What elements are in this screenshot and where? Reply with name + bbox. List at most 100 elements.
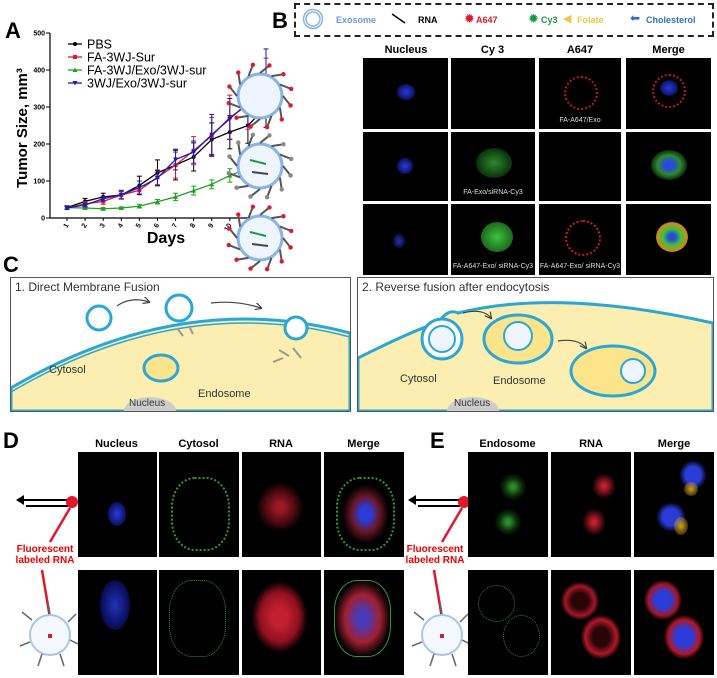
nucleus-label: Nucleus bbox=[129, 398, 165, 409]
spike-tip bbox=[226, 100, 231, 106]
x-tick-label: 2 bbox=[81, 222, 89, 229]
spike-tip bbox=[281, 142, 286, 147]
spike-tip bbox=[267, 205, 272, 210]
spike-tip bbox=[226, 242, 231, 248]
spike-tip bbox=[248, 124, 253, 129]
spike-tip bbox=[226, 170, 231, 176]
image-e-r2-rna bbox=[551, 570, 631, 675]
series-3wj-exo-3wj-sur bbox=[64, 48, 269, 211]
x-tick-label: 9 bbox=[207, 222, 215, 229]
legend-rna: RNA bbox=[418, 15, 438, 25]
data-point bbox=[136, 203, 142, 209]
header-merge: Merge bbox=[652, 44, 685, 56]
labeled-rna-schematic-d bbox=[16, 495, 78, 667]
spike-tip bbox=[288, 103, 293, 108]
y-tick-label: 500 bbox=[33, 31, 45, 38]
data-point bbox=[118, 192, 124, 198]
legend-cholesterol: Cholesterol bbox=[646, 15, 696, 25]
legend-box-b: Exosome RNA ✹ A647 ✹ Cy3 ◀ Folate ⬅ Chol… bbox=[294, 3, 714, 37]
nucleus-shape bbox=[447, 397, 499, 411]
legend-folate: Folate bbox=[577, 15, 604, 25]
legend-label: PBS bbox=[87, 38, 112, 52]
caption: FA-A647/Exo bbox=[559, 117, 601, 124]
image-d-r1-merge bbox=[324, 452, 404, 557]
a647-icon: ✹ bbox=[464, 11, 475, 26]
y-tick-label: 100 bbox=[33, 179, 45, 186]
cy3-icon: ✹ bbox=[528, 11, 539, 26]
data-point bbox=[72, 81, 78, 86]
header-nucleus: Nucleus bbox=[384, 44, 428, 56]
spike-tip bbox=[289, 228, 294, 234]
spike-tip bbox=[267, 133, 272, 138]
fluorescent-rna-label-e: Fluorescent labeled RNA bbox=[405, 544, 465, 566]
legend-entry: FA-3WJ-Sur bbox=[68, 51, 155, 65]
image-e-r1-merge bbox=[634, 452, 714, 557]
data-point bbox=[173, 157, 179, 163]
spike-tip bbox=[236, 70, 241, 75]
reverse-fusion-diagram: Cytosol Endosome Nucleus 2. Reverse fusi… bbox=[357, 277, 714, 412]
folate-icon: ◀ bbox=[563, 13, 572, 25]
series-line bbox=[66, 79, 267, 209]
image-b-r2-merge bbox=[626, 132, 711, 201]
data-point bbox=[191, 150, 197, 155]
data-point bbox=[191, 188, 197, 193]
spike-tip bbox=[288, 173, 293, 178]
direct-fusion-diagram: Cytosol Nucleus Endosome 1. Direct Membr… bbox=[10, 277, 351, 412]
data-point bbox=[72, 67, 78, 72]
reverse-fusion-illustration: Cytosol Endosome Nucleus bbox=[358, 301, 713, 411]
image-b-r3-cy3: FA-A647-Exo/ siRNA-Cy3 bbox=[451, 204, 535, 275]
labeled-rna-schematic-e bbox=[408, 495, 470, 667]
spike-tip bbox=[288, 245, 293, 250]
image-d-r2-rna bbox=[242, 570, 321, 675]
spike-tip bbox=[279, 117, 284, 122]
spike-tip bbox=[267, 63, 272, 68]
data-point bbox=[136, 185, 142, 191]
cytosol-label: Cytosol bbox=[49, 364, 86, 376]
legend-a647: A647 bbox=[476, 15, 498, 25]
direct-fusion-title: 1. Direct Membrane Fusion bbox=[15, 280, 160, 294]
endosome-label: Endosome bbox=[198, 388, 251, 400]
caption: FA-A647-Exo/ siRNA-Cy3 bbox=[539, 263, 621, 270]
rna-icon bbox=[391, 13, 406, 24]
header-merge: Merge bbox=[347, 438, 380, 450]
legend-entry: PBS bbox=[68, 38, 112, 52]
spike-tip bbox=[279, 259, 284, 264]
y-axis-label: Tumor Size, mm³ bbox=[14, 68, 31, 188]
reverse-fusion-title: 2. Reverse fusion after endocytosis bbox=[362, 280, 550, 294]
legend-label: FA-3WJ/Exo/3WJ-sur bbox=[87, 64, 206, 78]
y-tick-label: 0 bbox=[41, 216, 45, 223]
image-b-r2-nucleus bbox=[363, 132, 448, 201]
header-cy3: Cy 3 bbox=[480, 44, 505, 56]
data-point bbox=[100, 206, 106, 211]
spike-tip bbox=[281, 72, 286, 77]
data-point bbox=[73, 55, 77, 59]
x-tick-label: 3 bbox=[99, 222, 107, 229]
spike-tip bbox=[227, 84, 232, 89]
legend-entry: 3WJ/Exo/3WJ-sur bbox=[68, 77, 187, 91]
fluorophore-icon bbox=[458, 496, 470, 508]
spike-tip bbox=[227, 154, 232, 159]
panel-label-a: A bbox=[5, 18, 21, 43]
spike-tip bbox=[236, 140, 241, 145]
header-a647: A647 bbox=[566, 44, 594, 56]
x-tick-label: 7 bbox=[171, 222, 179, 229]
header-nucleus: Nucleus bbox=[95, 438, 138, 450]
spike-tip bbox=[264, 267, 270, 272]
panel-label-d: D bbox=[3, 428, 19, 453]
x-tick-label: 1 bbox=[63, 222, 71, 229]
data-point bbox=[227, 116, 233, 122]
image-e-r2-endosome bbox=[468, 570, 548, 675]
data-point bbox=[209, 132, 215, 138]
header-rna: RNA bbox=[269, 438, 293, 450]
spike-tip bbox=[250, 132, 256, 137]
endosome-shape bbox=[142, 353, 180, 383]
data-point bbox=[64, 206, 70, 211]
endosome-label: Endosome bbox=[493, 375, 546, 387]
data-point bbox=[100, 196, 106, 202]
spike-tip bbox=[279, 187, 284, 192]
x-tick-label: 6 bbox=[153, 222, 161, 229]
data-point bbox=[154, 176, 160, 181]
spike-tip bbox=[281, 214, 286, 219]
cytosol-label: Cytosol bbox=[400, 373, 437, 385]
